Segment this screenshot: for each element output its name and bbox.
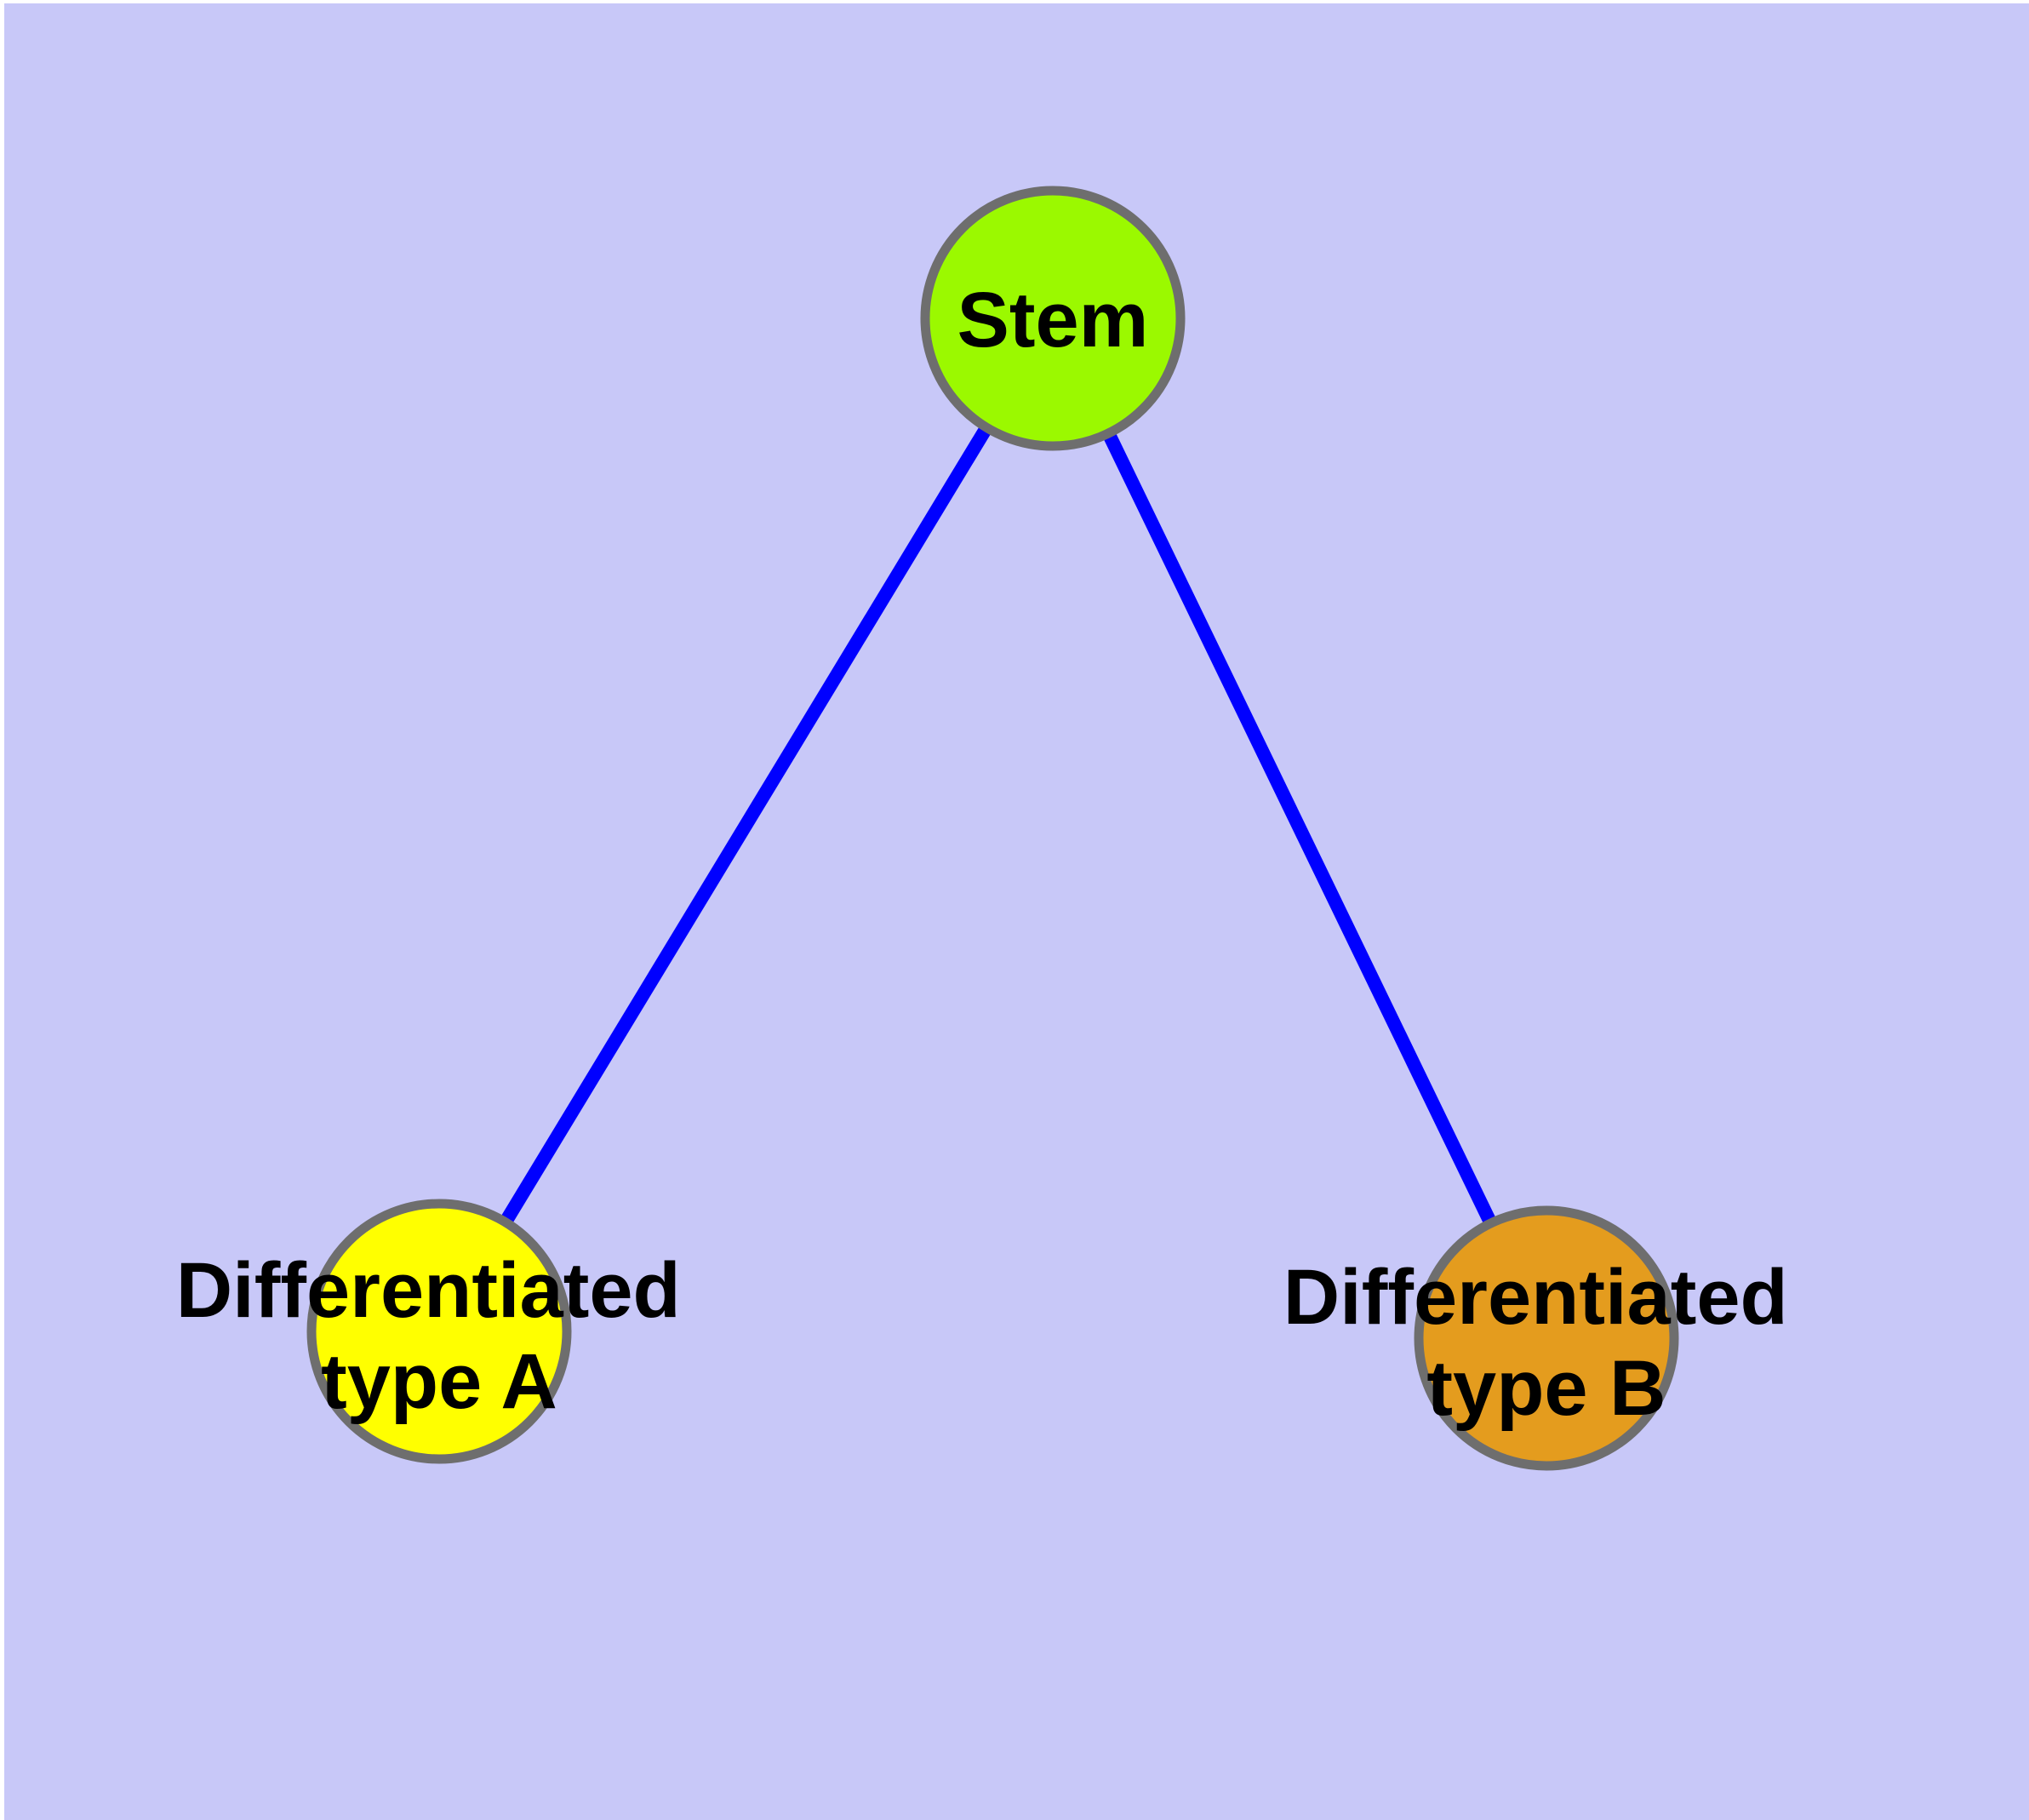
node-stem-label: Stem	[957, 277, 1149, 363]
node-differentiated-type-b-label: Differentiated type B	[1283, 1254, 1810, 1432]
node-a-label-line-2: type A	[321, 1338, 557, 1425]
edge-stem-to-type-a	[433, 314, 1059, 1336]
node-b-label-line-2: type B	[1426, 1345, 1666, 1432]
node-stem-circle	[920, 186, 1186, 451]
edge-stem-to-type-b	[1046, 315, 1553, 1342]
node-a-label-line-1: Differentiated	[176, 1247, 681, 1334]
node-differentiated-type-b-circle	[1414, 1205, 1679, 1471]
node-b-label-line-1: Differentiated	[1283, 1254, 1788, 1341]
node-differentiated-type-a-circle	[306, 1199, 572, 1464]
node-differentiated-type-a-label: Differentiated type A	[176, 1247, 703, 1425]
